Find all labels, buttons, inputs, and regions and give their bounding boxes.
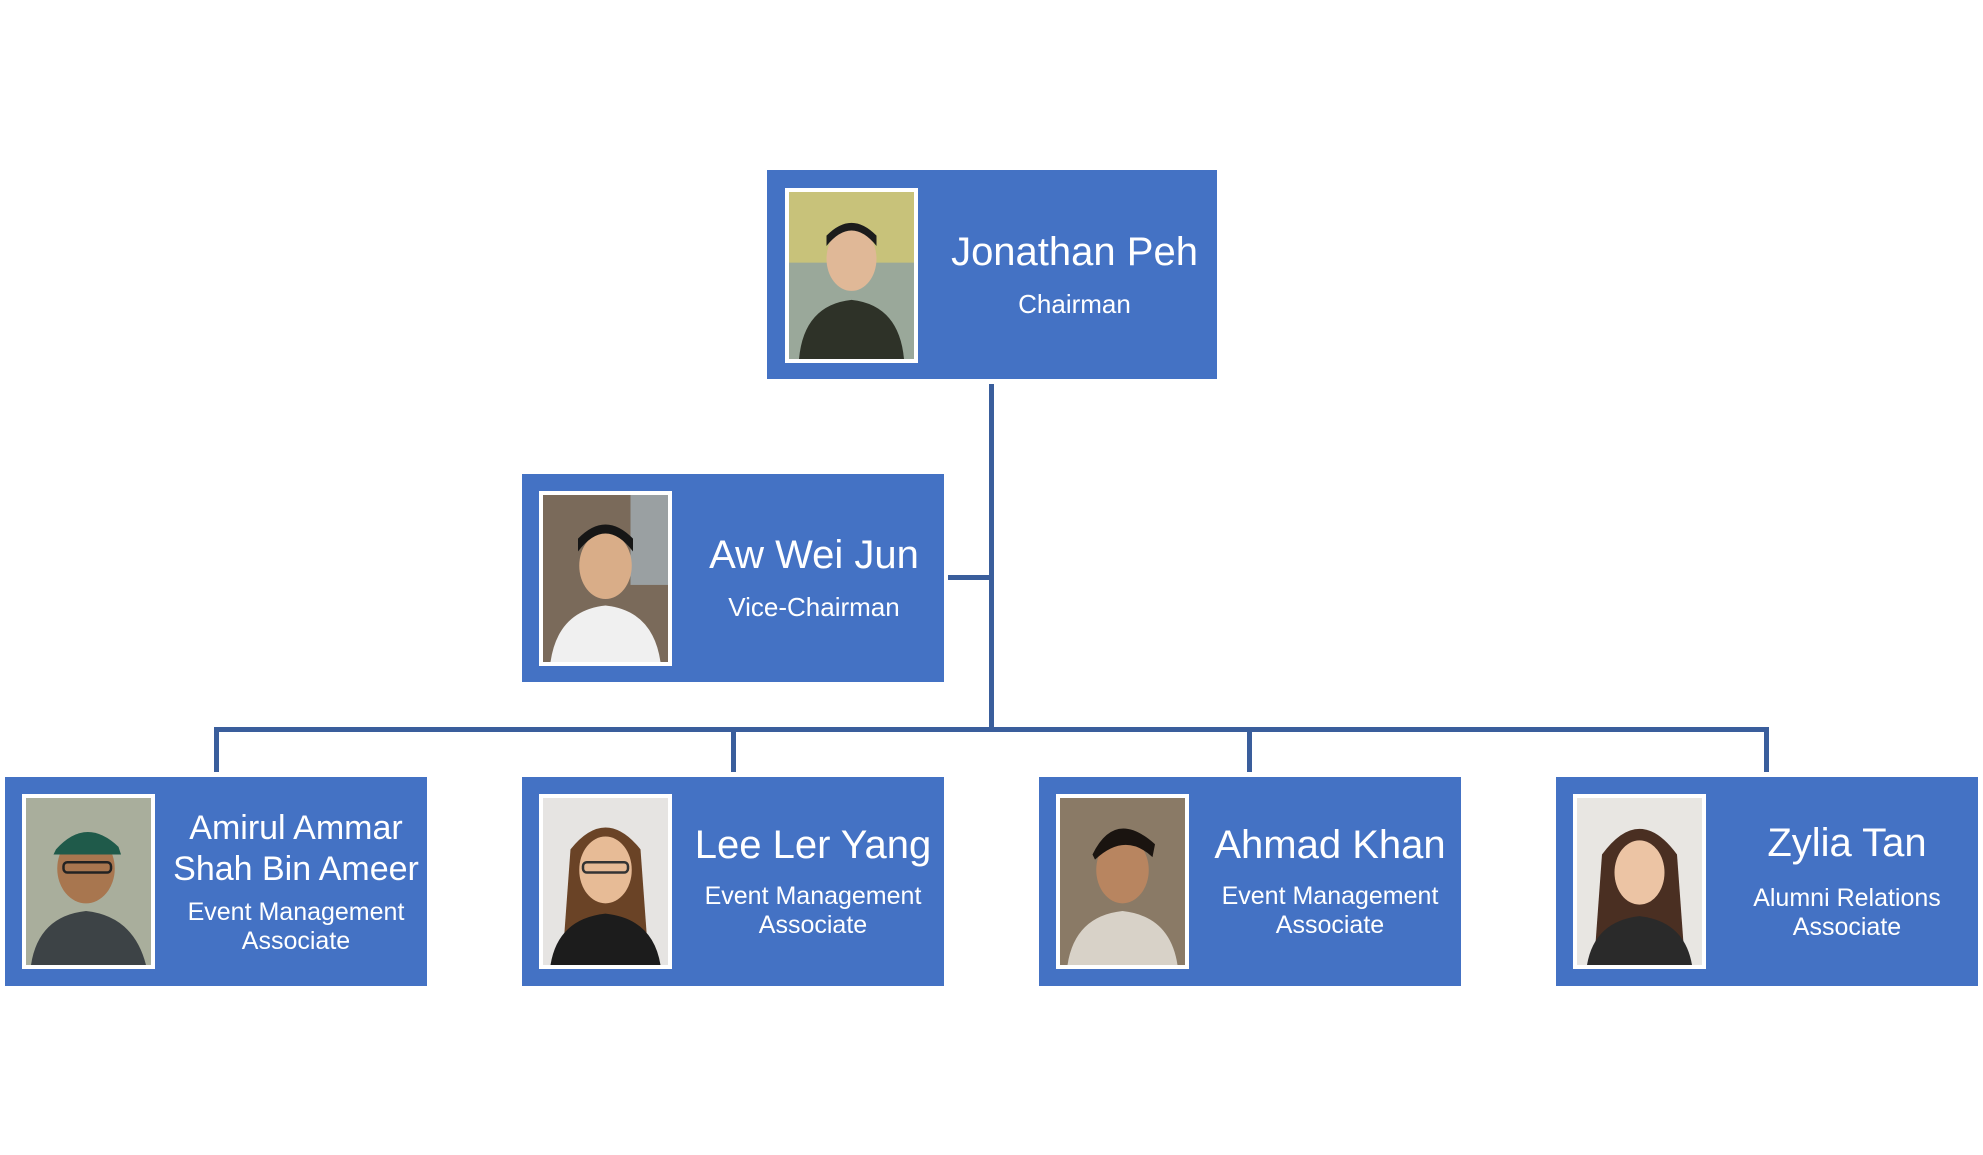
- member-role: Vice-Chairman: [728, 592, 900, 622]
- member-card-ahmad-khan: Ahmad Khan Event Management Associate: [1039, 777, 1461, 986]
- member-role-line-1: Event Management: [704, 881, 922, 910]
- person-photo-icon: [26, 798, 151, 965]
- member-photo: [1573, 794, 1706, 969]
- person-photo-icon: [789, 192, 914, 359]
- member-photo: [539, 794, 672, 969]
- person-photo-icon: [1060, 798, 1185, 965]
- member-photo: [22, 794, 155, 969]
- member-card-amirul: Amirul Ammar Shah Bin Ameer Event Manage…: [5, 777, 427, 986]
- member-name-line-1: Amirul Ammar: [189, 808, 403, 847]
- member-name: Lee Ler Yang: [694, 822, 932, 867]
- member-name: Ahmad Khan: [1214, 822, 1446, 867]
- member-role-line-1: Event Management: [1221, 881, 1439, 910]
- member-name: Aw Wei Jun: [709, 533, 919, 577]
- member-card-zylia-tan: Zylia Tan Alumni Relations Associate: [1556, 777, 1978, 986]
- member-role-line-1: Event Management: [187, 897, 405, 926]
- member-photo: [785, 188, 918, 363]
- member-text: Lee Ler Yang Event Management Associate: [682, 777, 944, 986]
- member-name: Zylia Tan: [1767, 820, 1927, 865]
- member-name: Jonathan Peh: [951, 229, 1198, 274]
- member-role: Chairman: [1018, 288, 1131, 319]
- member-role-line-2: Associate: [1275, 910, 1385, 939]
- member-name-line-2: Shah Bin Ameer: [173, 849, 419, 888]
- person-photo-icon: [543, 495, 668, 662]
- member-card-vice-chairman: Aw Wei Jun Vice-Chairman: [522, 474, 944, 682]
- member-photo: [539, 491, 672, 666]
- member-text: Ahmad Khan Event Management Associate: [1199, 777, 1461, 986]
- person-photo-icon: [1577, 798, 1702, 965]
- connector-drop-4: [1764, 727, 1769, 772]
- connector-vice: [948, 575, 992, 580]
- connector-horizontal: [214, 727, 1769, 732]
- connector-drop-1: [214, 727, 219, 772]
- person-photo-icon: [543, 798, 668, 965]
- member-role-line-2: Associate: [1792, 912, 1902, 941]
- member-role-line-1: Alumni Relations: [1753, 883, 1941, 912]
- member-role-line-2: Associate: [241, 926, 351, 955]
- member-text: Jonathan Peh Chairman: [932, 170, 1217, 379]
- member-text: Aw Wei Jun Vice-Chairman: [684, 474, 944, 682]
- connector-trunk: [989, 384, 994, 730]
- member-photo: [1056, 794, 1189, 969]
- member-card-chairman: Jonathan Peh Chairman: [767, 170, 1217, 379]
- member-text: Zylia Tan Alumni Relations Associate: [1716, 777, 1978, 986]
- member-text: Amirul Ammar Shah Bin Ameer Event Manage…: [165, 777, 427, 986]
- connector-drop-2: [731, 727, 736, 772]
- member-card-lee-ler-yang: Lee Ler Yang Event Management Associate: [522, 777, 944, 986]
- member-role-line-2: Associate: [758, 910, 868, 939]
- connector-drop-3: [1247, 727, 1252, 772]
